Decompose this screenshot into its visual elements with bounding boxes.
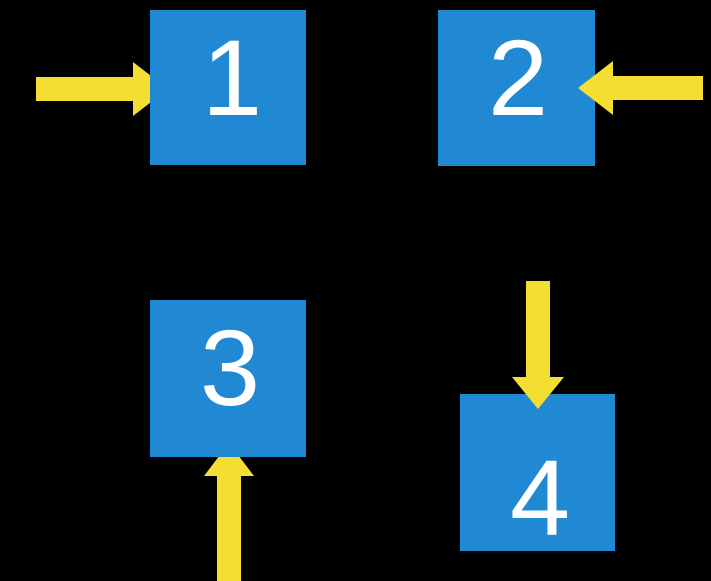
box-4-label: 4 (510, 437, 571, 558)
box-1-label: 1 (202, 17, 263, 138)
box-2-label: 2 (488, 17, 549, 138)
arrow-up-icon (191, 441, 267, 581)
arrow-left-shape (578, 61, 703, 115)
arrow-up-shape (204, 443, 254, 581)
arrow-right-icon (34, 58, 170, 120)
box-4[interactable]: 4 (460, 394, 615, 558)
arrow-down-icon (500, 281, 576, 411)
box-2[interactable]: 2 (438, 10, 595, 166)
arrow-down-shape (512, 281, 564, 409)
box-1[interactable]: 1 (150, 10, 306, 165)
box-3[interactable]: 3 (150, 300, 306, 457)
box-3-label: 3 (200, 307, 261, 428)
arrow-right-shape (36, 62, 168, 116)
arrow-left-icon (576, 58, 705, 120)
